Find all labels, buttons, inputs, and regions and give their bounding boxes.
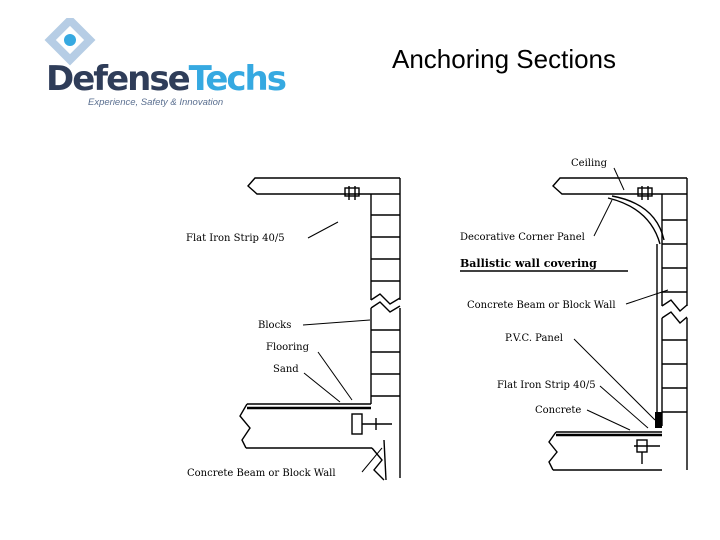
right-leader-lines	[573, 167, 669, 431]
label-pvc-panel: P.V.C. Panel	[505, 333, 563, 344]
label-ceiling: Ceiling	[571, 158, 608, 169]
pvc-panel-base	[655, 412, 662, 428]
label-concrete-beam-left: Concrete Beam or Block Wall	[187, 468, 336, 479]
logo-diamond-icon	[44, 14, 96, 66]
company-logo	[40, 14, 240, 113]
page-title: Anchoring Sections	[392, 44, 617, 74]
label-sand: Sand	[273, 364, 299, 375]
right-section-drawing	[548, 177, 688, 471]
label-ballistic: Ballistic wall covering	[460, 257, 597, 270]
brand-tagline: Experience, Safety & Innovation	[88, 97, 224, 108]
label-flat-iron-strip-left: Flat Iron Strip 40/5	[186, 233, 285, 244]
label-blocks: Blocks	[258, 320, 291, 331]
left-section-drawing	[239, 177, 401, 481]
left-leader-lines	[302, 221, 383, 473]
label-flooring: Flooring	[266, 342, 310, 353]
label-concrete-beam-right: Concrete Beam or Block Wall	[467, 300, 616, 311]
brand-name: DefenseTechs	[46, 59, 287, 99]
brand-name-part2: Techs	[188, 59, 287, 99]
brand-name-part1: Defense	[46, 59, 191, 99]
label-decorative-panel: Decorative Corner Panel	[460, 232, 585, 243]
label-flat-iron-strip-right: Flat Iron Strip 40/5	[497, 380, 596, 391]
label-concrete: Concrete	[535, 405, 581, 416]
